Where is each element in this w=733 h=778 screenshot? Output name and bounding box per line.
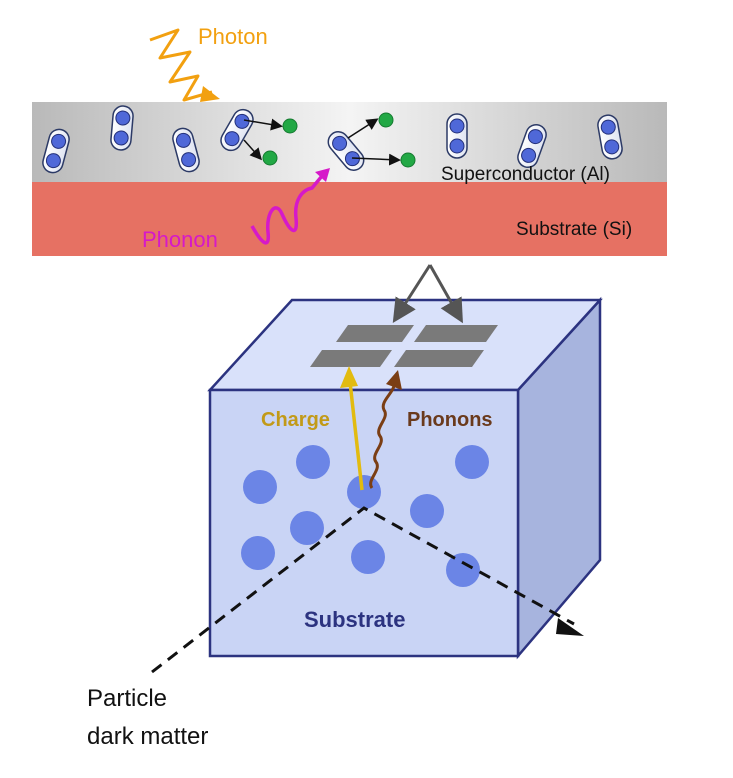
phonon-squiggle [369, 385, 396, 489]
cooper-pair [172, 127, 200, 173]
charge-arrowhead [340, 366, 358, 388]
cooper-pair [597, 114, 623, 160]
quasiparticle-arrow [347, 118, 379, 139]
substrate-atom [296, 445, 330, 479]
sensor-array [310, 325, 498, 367]
sensor-pad [394, 350, 484, 367]
photon-label: Photon [198, 24, 268, 49]
cooper-pair [446, 113, 468, 159]
connector-arrow [428, 264, 463, 324]
quasiparticles [243, 112, 416, 168]
photon-arrowhead [200, 86, 220, 102]
charge-label: Charge [261, 409, 330, 431]
substrate-atom [351, 540, 385, 574]
quasiparticle [400, 152, 416, 168]
dark-matter-arrowhead [556, 618, 584, 636]
substrate-label: Substrate [304, 607, 405, 632]
phonon-squiggle-arrowhead [386, 370, 402, 390]
cooper-pair [110, 105, 134, 151]
substrate-atom [290, 511, 324, 545]
substrate-atom [241, 536, 275, 570]
quasiparticle-arrow [351, 153, 401, 166]
substrate-atom [446, 553, 480, 587]
dark-matter-label: dark matter [87, 723, 208, 750]
dark-matter-track [151, 506, 575, 674]
charge-arrow [348, 381, 364, 491]
sensor-pad [336, 325, 414, 342]
phonon-arrowhead [315, 168, 330, 182]
quasiparticle-arrow [243, 118, 283, 131]
substrate-layer [32, 182, 667, 256]
substrate-atom [410, 494, 444, 528]
cooper-pair [42, 128, 70, 174]
substrate-atom [455, 445, 489, 479]
phonons-label: Phonons [407, 409, 493, 431]
connector-arrow [392, 264, 432, 324]
particle-label: Particle [87, 685, 167, 712]
phonon-wave [250, 174, 324, 245]
superconductor-label: Superconductor (Al) [441, 164, 610, 185]
sensor-pad [310, 350, 392, 367]
phonon-label: Phonon [142, 227, 218, 252]
sensor-pad [414, 325, 498, 342]
quasiparticle [282, 118, 298, 134]
cube-front-face [208, 388, 520, 658]
substrate-atom [347, 475, 381, 509]
substrate-atom [243, 470, 277, 504]
quasiparticle [262, 150, 278, 166]
photon-wave [149, 28, 213, 102]
quasiparticle-arrow [243, 139, 262, 161]
substrate-atoms [241, 445, 489, 587]
substrate-si-label: Substrate (Si) [516, 219, 632, 240]
cooper-pair [517, 123, 547, 169]
quasiparticle [378, 112, 394, 128]
